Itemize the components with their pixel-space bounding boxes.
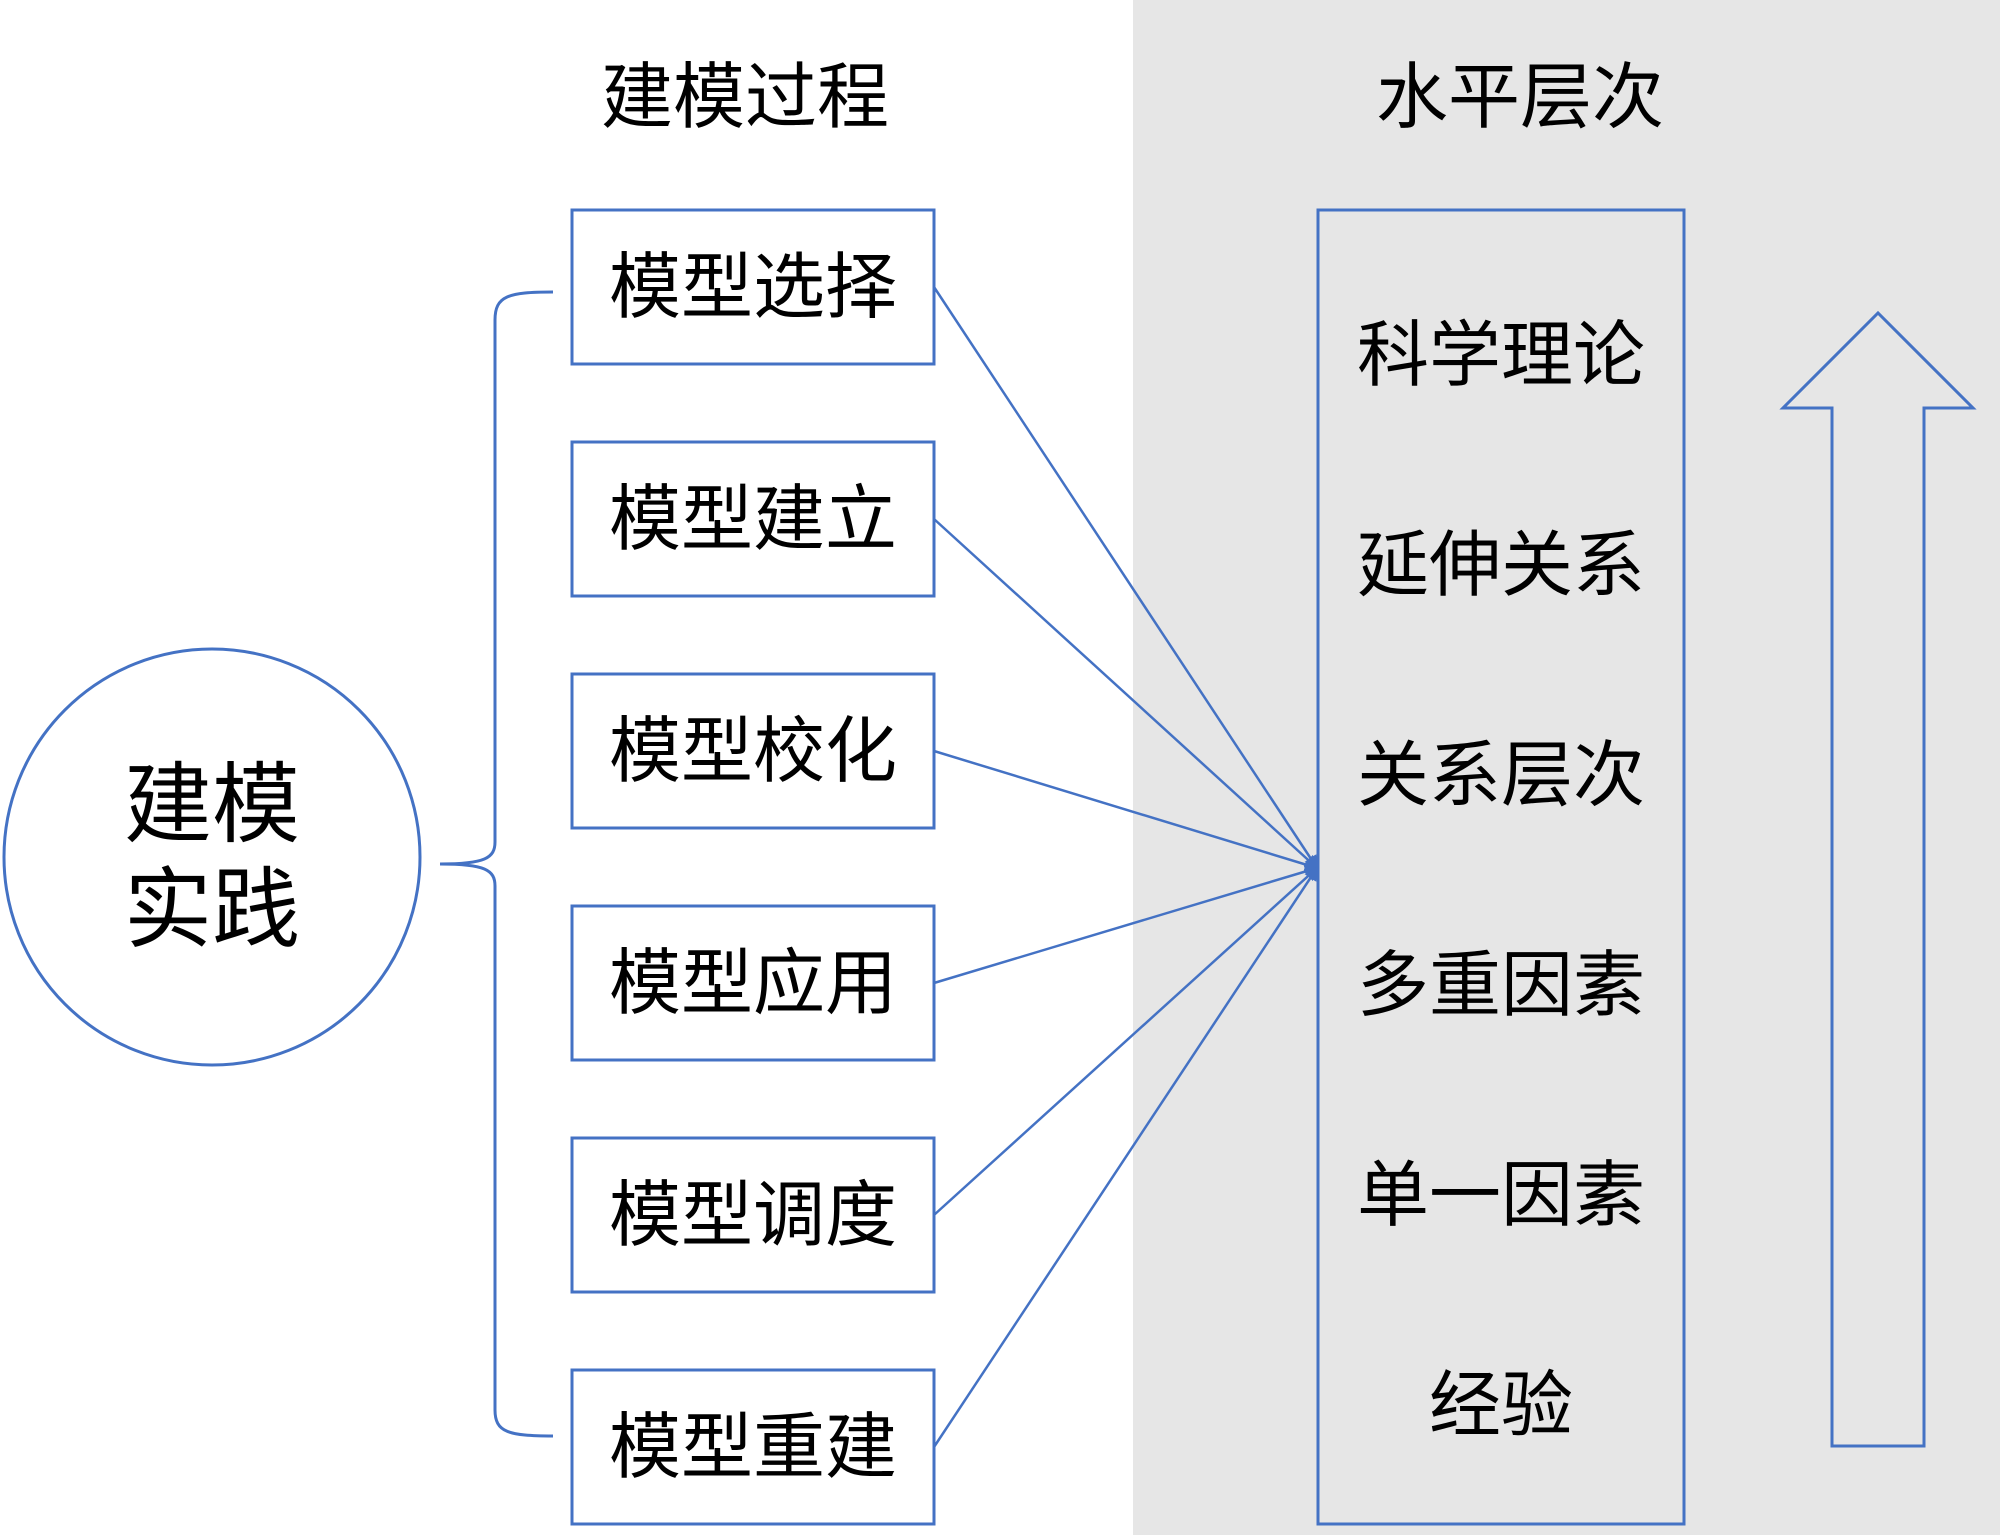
- level-label-6: 经验: [1429, 1363, 1573, 1447]
- levels-box: [1316, 208, 1686, 1526]
- connector-5: [933, 866, 1319, 1216]
- connector-3: [933, 749, 1319, 872]
- level-label-5: 单一因素: [1357, 1153, 1645, 1237]
- curly-brace-icon: [439, 290, 554, 1438]
- levels-heading: 水平层次: [1376, 55, 1664, 139]
- step-box-5: [570, 1136, 936, 1294]
- practice-label-line1: 建模: [124, 753, 300, 856]
- level-label-3: 关系层次: [1357, 733, 1645, 817]
- connector-1: [932, 286, 1319, 870]
- process-heading: 建模过程: [601, 55, 889, 139]
- connector-4: [933, 864, 1319, 985]
- level-label-1: 科学理论: [1357, 313, 1645, 397]
- connector-6: [932, 866, 1319, 1448]
- step-box-3: [570, 672, 936, 830]
- connectors: [932, 286, 1319, 1448]
- step-label-4: 模型应用: [609, 941, 897, 1025]
- practice-circle: [2, 647, 422, 1067]
- up-arrow-icon: [1779, 310, 1977, 1448]
- step-box-4: [570, 904, 936, 1062]
- level-label-2: 延伸关系: [1357, 523, 1645, 607]
- step-label-3: 模型校化: [609, 709, 897, 793]
- step-label-5: 模型调度: [609, 1173, 897, 1257]
- level-label-4: 多重因素: [1357, 943, 1645, 1027]
- step-label-6: 模型重建: [609, 1405, 897, 1489]
- step-box-2: [570, 440, 936, 598]
- levels-list: 科学理论 延伸关系 关系层次 多重因素 单一因素 经验: [1357, 313, 1645, 1447]
- practice-label-line2: 实践: [124, 858, 300, 961]
- step-box-1: [570, 208, 936, 366]
- step-label-2: 模型建立: [609, 477, 897, 561]
- process-steps: 模型选择 模型建立 模型校化 模型应用 模型调度 模型重建: [570, 208, 936, 1526]
- connector-2: [933, 518, 1319, 870]
- step-label-1: 模型选择: [609, 245, 897, 329]
- levels-panel: [1133, 0, 2000, 1535]
- step-box-6: [570, 1368, 936, 1526]
